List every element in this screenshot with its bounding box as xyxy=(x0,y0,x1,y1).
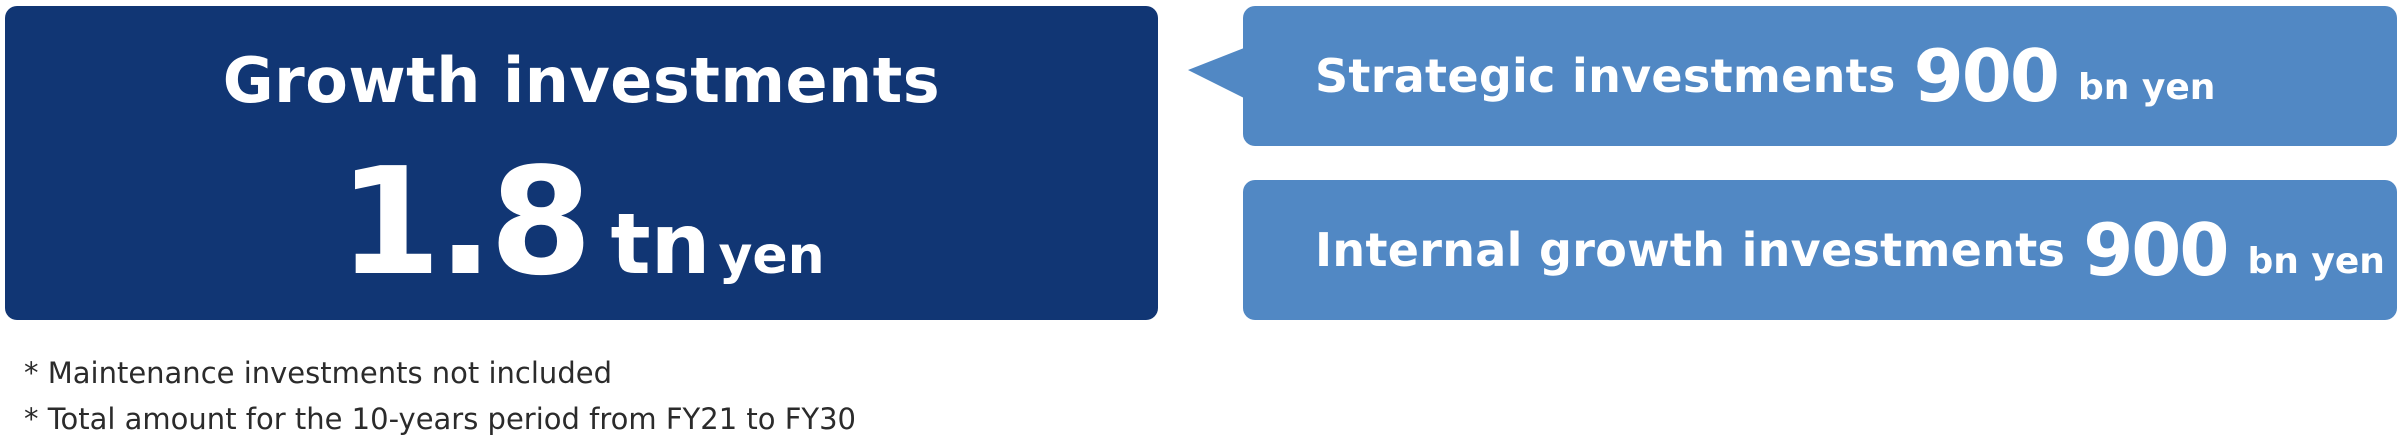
internal-growth-investments-box: Internal growth investments 900 bn yen xyxy=(1243,180,2397,320)
footnote-maintenance: * Maintenance investments not included xyxy=(24,356,612,390)
internal-growth-investments-label: Internal growth investments xyxy=(1315,223,2066,277)
amount-value: 1.8 xyxy=(338,136,592,308)
footnote-period: * Total amount for the 10-years period f… xyxy=(24,402,857,436)
strategic-investments-line: Strategic investments 900 bn yen xyxy=(1315,6,2215,146)
callout-pointer-icon xyxy=(1188,48,1244,98)
strategic-investments-value: 900 xyxy=(1913,34,2060,118)
internal-growth-investments-line: Internal growth investments 900 bn yen xyxy=(1315,180,2385,320)
footnotes: * Maintenance investments not included *… xyxy=(24,350,856,442)
amount-unit-major: tn xyxy=(610,195,711,293)
amount-unit-minor: yen xyxy=(718,226,825,286)
internal-growth-investments-value: 900 xyxy=(2083,208,2229,292)
growth-investments-title: Growth investments xyxy=(222,44,941,117)
strategic-investments-unit: bn yen xyxy=(2077,66,2216,108)
internal-growth-investments-unit: bn yen xyxy=(2247,240,2385,282)
strategic-investments-box: Strategic investments 900 bn yen xyxy=(1243,6,2397,146)
strategic-investments-label: Strategic investments xyxy=(1315,49,1896,103)
